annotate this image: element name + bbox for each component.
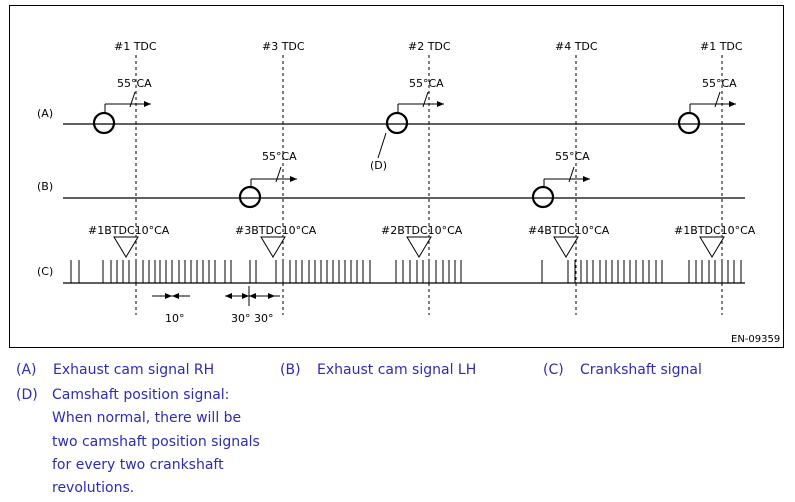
dimension-arrows — [152, 286, 280, 306]
dim-10-arrowhead-right — [172, 293, 179, 299]
legend-d-key-wrap: (D) — [16, 384, 38, 407]
d-marker-leader — [377, 132, 387, 159]
cam-a-pulse-leader-2 — [422, 91, 429, 108]
row-label-c: (C) — [37, 265, 53, 278]
legend-d-line-3: two camshaft position signals — [52, 433, 260, 450]
cam-a-pulse-arrowhead-1 — [144, 101, 151, 107]
legend-c: (C) Crankshaft signal — [543, 359, 702, 382]
btdc-label-2: #2BTDC10°CA — [381, 224, 463, 237]
btdc-triangle-markers — [113, 236, 725, 258]
tdc-label-1b: #1 TDC — [700, 40, 743, 53]
cam-a-pulse-leader-1 — [129, 91, 136, 108]
timing-diagram: #1 TDC #3 TDC #2 TDC #4 TDC #1 TDC (A) (… — [37, 40, 780, 345]
legend-d-line-1: Camshaft position signal: — [52, 387, 230, 403]
cam-a-pulse-circle-1 — [92, 111, 116, 135]
tdc-label-4: #4 TDC — [555, 40, 598, 53]
btdc-triangle-3 — [260, 236, 286, 258]
figure-frame — [9, 5, 784, 348]
cam-b-pulse-leader-2 — [568, 166, 575, 183]
tdc-label-2: #2 TDC — [408, 40, 451, 53]
legend-c-text: Crankshaft signal — [580, 362, 702, 378]
cam-b-pulse-circle-1 — [238, 185, 262, 209]
angle-label-a2: 55°CA — [409, 77, 444, 90]
legend-d-line-4: for every two crankshaft — [52, 456, 224, 473]
cam-a-pulse-arrowhead-3 — [729, 101, 736, 107]
legend-d-line-5: revolutions. — [52, 480, 135, 497]
dim-30a-arrowhead-left — [225, 293, 232, 299]
dim-30a-arrowhead-right — [242, 293, 249, 299]
d-marker-label: (D) — [370, 159, 387, 172]
tdc-label-3: #3 TDC — [262, 40, 305, 53]
cam-a-pulse-arrowhead-2 — [437, 101, 444, 107]
legend-d-description: Camshaft position signal: When normal, t… — [52, 384, 260, 500]
cam-b-pulse-leader-1 — [275, 166, 282, 183]
cam-signal-a — [92, 91, 736, 159]
angle-label-a3: 55°CA — [702, 77, 737, 90]
cam-b-pulse-arrowhead-2 — [583, 176, 590, 182]
dim-label-30a: 30° — [231, 312, 251, 325]
legend-c-key: (C) — [543, 362, 564, 378]
cam-a-pulse-circle-3 — [677, 111, 701, 135]
legend-a: (A) Exhaust cam signal RH — [16, 359, 214, 382]
crank-signal-teeth — [70, 260, 742, 283]
cam-signal-b — [238, 166, 590, 209]
legend-a-key: (A) — [16, 362, 37, 378]
cam-b-pulse-circle-2 — [531, 185, 555, 209]
btdc-triangle-1 — [113, 236, 139, 258]
signal-baselines — [63, 123, 745, 284]
dim-30b-arrowhead-right — [268, 293, 275, 299]
btdc-triangle-2 — [406, 236, 432, 258]
tdc-label-1: #1 TDC — [114, 40, 157, 53]
legend-b: (B) Exhaust cam signal LH — [280, 359, 476, 382]
legend-b-key: (B) — [280, 362, 301, 378]
angle-label-b1: 55°CA — [262, 150, 297, 163]
legend-b-text: Exhaust cam signal LH — [317, 362, 477, 378]
legend-d-key: (D) — [16, 387, 38, 403]
btdc-triangle-4 — [553, 236, 579, 258]
legend-d-line-2: When normal, there will be — [52, 410, 242, 427]
btdc-triangle-1b — [699, 236, 725, 258]
btdc-label-1b: #1BTDC10°CA — [674, 224, 756, 237]
angle-label-a1: 55°CA — [117, 77, 152, 90]
cam-b-pulse-arrowhead-1 — [290, 176, 297, 182]
legend-a-text: Exhaust cam signal RH — [53, 362, 215, 378]
dim-label-30b: 30° — [254, 312, 274, 325]
btdc-label-3: #3BTDC10°CA — [235, 224, 317, 237]
btdc-label-4: #4BTDC10°CA — [528, 224, 610, 237]
row-label-a: (A) — [37, 107, 53, 120]
angle-label-b2: 55°CA — [555, 150, 590, 163]
btdc-label-1: #1BTDC10°CA — [88, 224, 170, 237]
dim-label-10: 10° — [165, 312, 185, 325]
cam-a-pulse-circle-2 — [385, 111, 409, 135]
cam-a-pulse-leader-3 — [714, 91, 721, 108]
dim-30b-arrowhead-left — [249, 293, 256, 299]
figure-code: EN-09359 — [731, 334, 780, 345]
row-label-b: (B) — [37, 180, 53, 193]
dim-10-arrowhead-left — [165, 293, 172, 299]
